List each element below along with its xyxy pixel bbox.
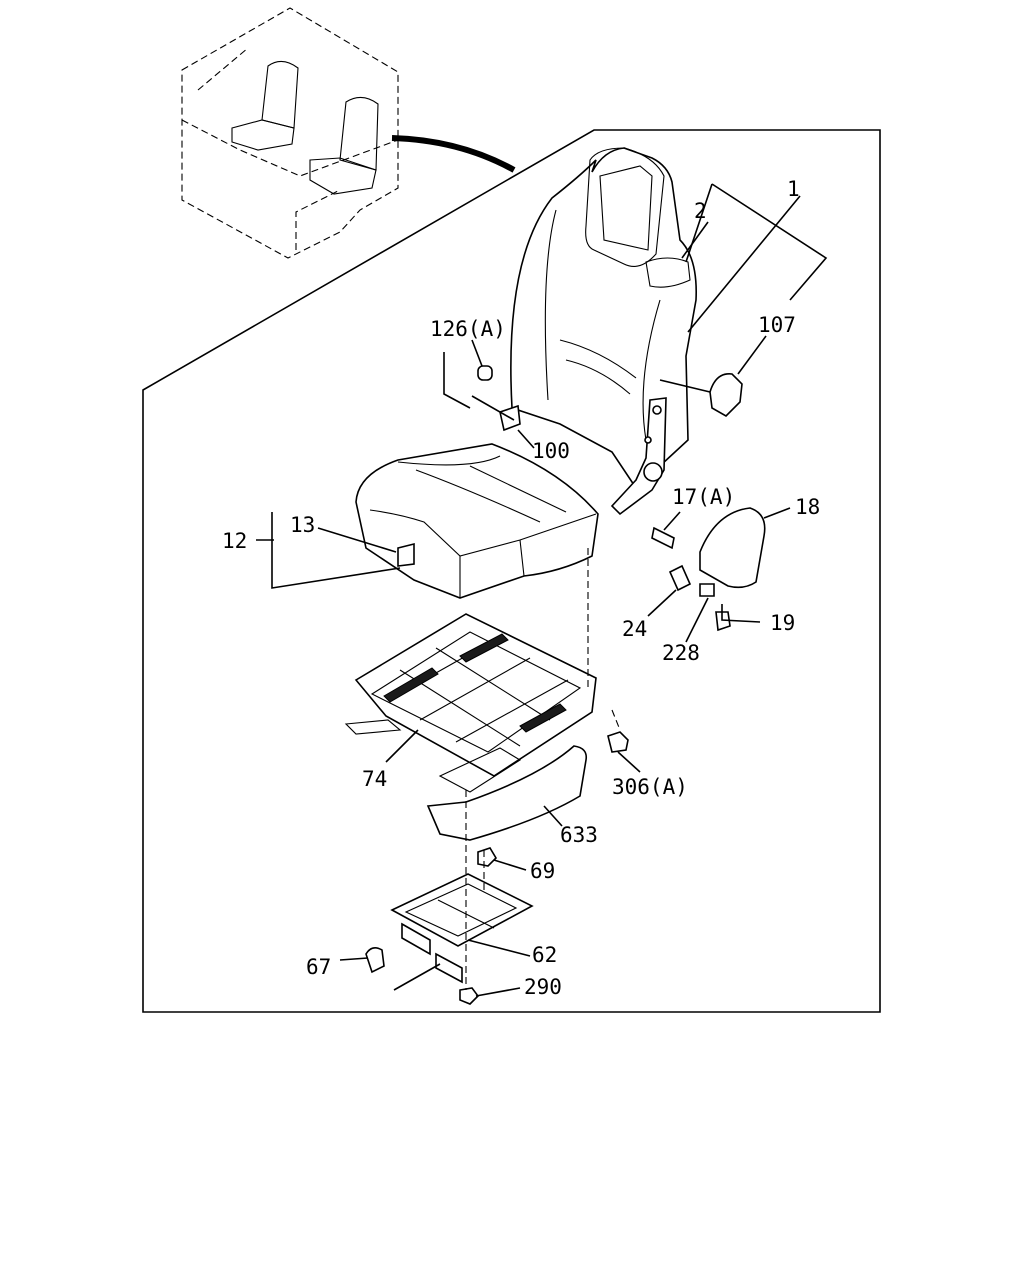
knob-107 [709, 373, 743, 417]
screw-19 [715, 611, 731, 632]
label-100: 100 [532, 439, 570, 463]
label-1: 1 [787, 177, 800, 201]
label-19: 19 [770, 611, 795, 635]
seat-cushion [355, 443, 599, 599]
label-107: 107 [758, 313, 796, 337]
detail-frame [142, 129, 881, 1013]
label-18: 18 [795, 495, 820, 519]
screw-228 [699, 583, 715, 597]
nut-306a [607, 731, 629, 753]
leader-lines [256, 183, 828, 997]
side-cover [426, 745, 588, 841]
recline-bracket [610, 397, 667, 516]
label-126a: 126(A) [430, 317, 506, 341]
part-labels: 1 2 107 126(A) 100 17(A) 18 13 12 24 228… [222, 177, 820, 999]
label-69: 69 [530, 859, 555, 883]
bolt-17a [651, 526, 675, 550]
label-24: 24 [622, 617, 647, 641]
label-633: 633 [560, 823, 598, 847]
label-290: 290 [524, 975, 562, 999]
nut-69 [477, 847, 498, 867]
label-17a: 17(A) [672, 485, 735, 509]
label-306a: 306(A) [612, 775, 688, 799]
label-228: 228 [662, 641, 700, 665]
label-13: 13 [290, 513, 315, 537]
bolt-67 [365, 946, 385, 974]
label-74: 74 [362, 767, 387, 791]
hardware [365, 365, 766, 1005]
seat-base-bracket [390, 873, 534, 984]
nut-290 [459, 987, 480, 1005]
seat-frame [344, 613, 597, 793]
label-67: 67 [306, 955, 331, 979]
label-2: 2 [694, 199, 707, 223]
label-12: 12 [222, 529, 247, 553]
seat-back [510, 147, 697, 490]
pin-24 [668, 564, 692, 592]
label-62: 62 [532, 943, 557, 967]
cab-inset-illustration [181, 7, 516, 259]
cap-126a [477, 365, 493, 381]
lever-cover-18 [699, 507, 766, 589]
